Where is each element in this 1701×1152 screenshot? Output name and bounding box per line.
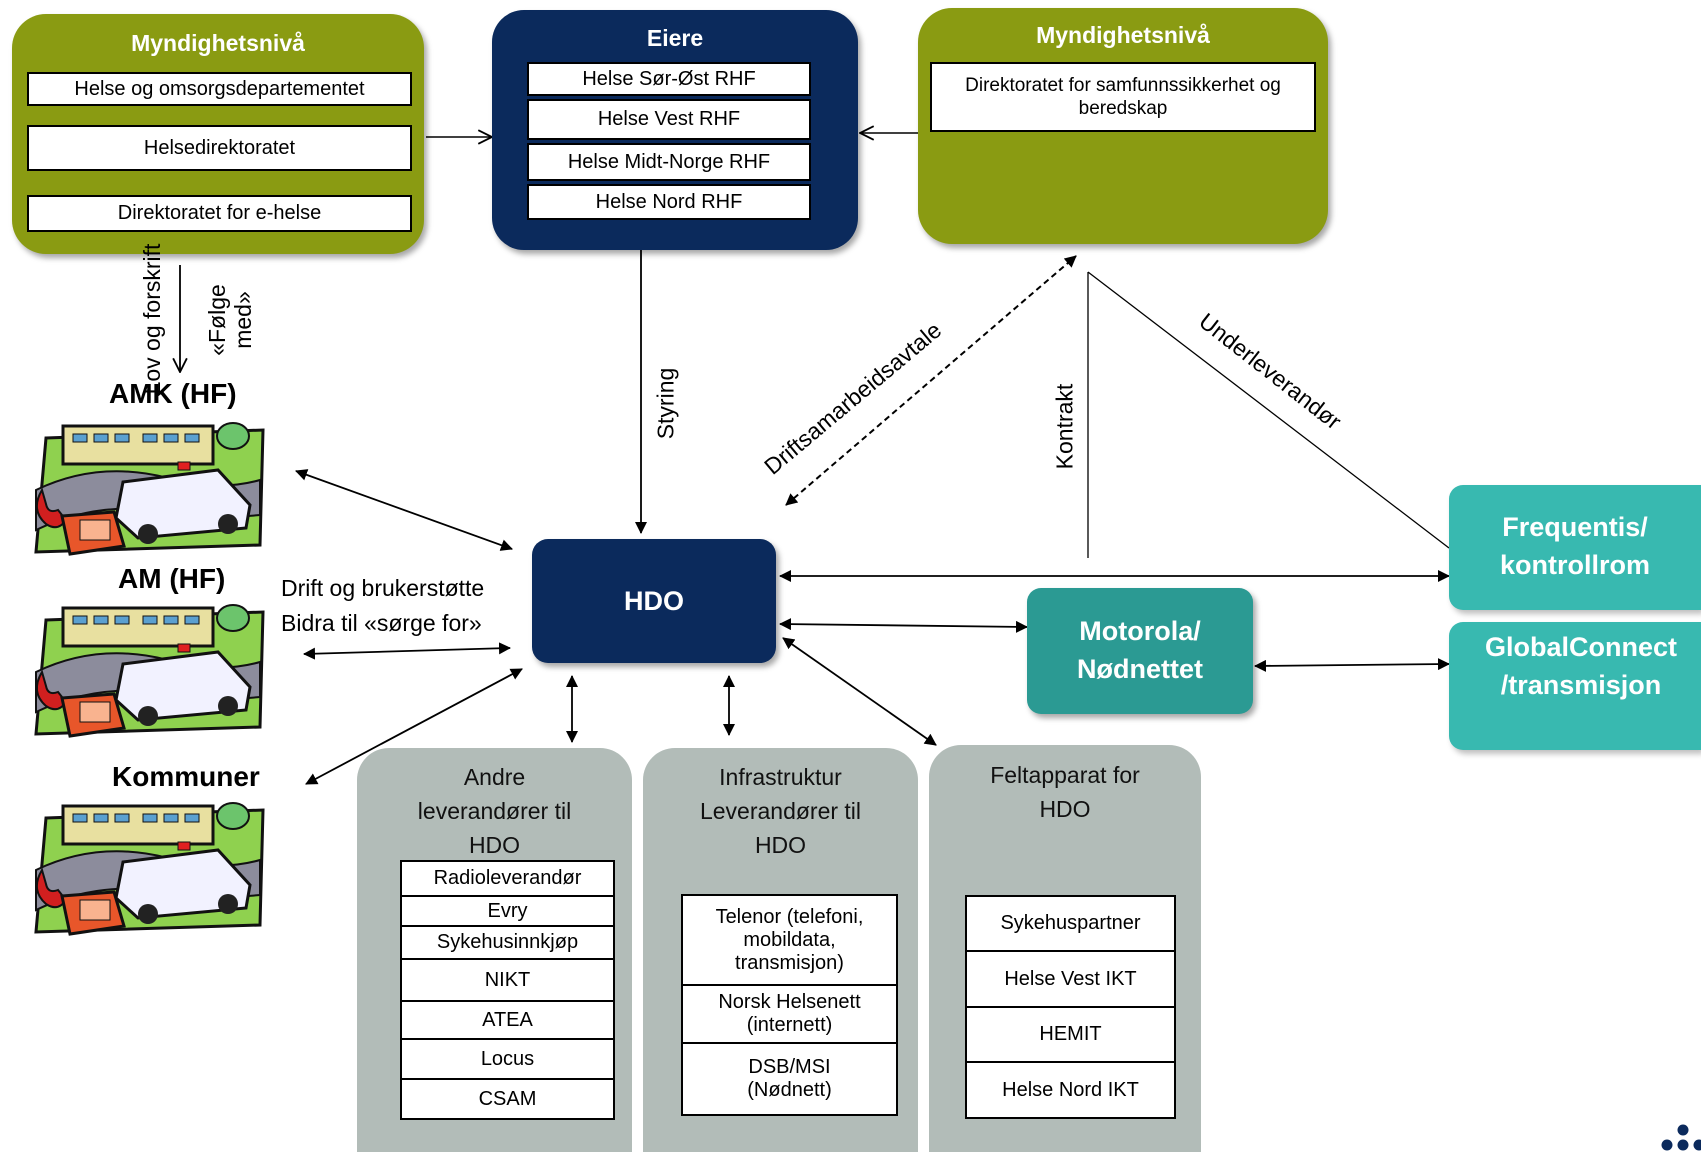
- owner-item-sor-ost: Helse Sør-Øst RHF: [527, 62, 811, 96]
- authority-left-panel: Myndighetsnivå Helse og omsorgsdeparteme…: [12, 14, 424, 254]
- label-driftsamarbeidsavtale: Driftsamarbeidsavtale: [759, 316, 947, 480]
- andre-item: NIKT: [400, 958, 615, 1002]
- arrow-motorola-globalconnect: [1254, 658, 1450, 672]
- label-underleverandor: Underleverandør: [1194, 307, 1347, 435]
- label-kontrakt: Kontrakt: [1051, 383, 1078, 470]
- owner-item-midt-norge: Helse Midt-Norge RHF: [527, 143, 811, 181]
- label-styring: Styring: [652, 367, 679, 440]
- line-underleverandor: [1087, 271, 1450, 549]
- andre-title: Andre leverandører til HDO: [417, 764, 572, 858]
- andre-list: Radioleverandør Evry Sykehusinnkjøp NIKT…: [400, 860, 615, 1120]
- andre-item: CSAM: [400, 1078, 615, 1120]
- arrow-hdo-felt: [782, 637, 937, 746]
- felt-item: Sykehuspartner: [965, 895, 1176, 952]
- hdo-label: HDO: [624, 586, 684, 616]
- infra-title: Infrastruktur Leverandører til HDO: [699, 764, 862, 858]
- authority-item-hod: Helse og omsorgsdepartementet: [27, 72, 412, 106]
- felt-item: HEMIT: [965, 1006, 1176, 1063]
- frequentis-box: Frequentis/ kontrollrom: [1449, 485, 1701, 610]
- authority-item-helsedirektoratet: Helsedirektoratet: [27, 125, 412, 171]
- globalconnect-box: GlobalConnect /transmisjon: [1449, 622, 1701, 750]
- label-drift-og-brukerstotte: Drift og brukerstøtte: [281, 575, 485, 601]
- andre-item: Sykehusinnkjøp: [400, 925, 615, 960]
- ambulance-dispatch-icon: [28, 800, 273, 938]
- felt-item: Helse Nord IKT: [965, 1061, 1176, 1119]
- label-folge-med: «Følge med»: [204, 284, 256, 356]
- frequentis-label: Frequentis/ kontrollrom: [1499, 512, 1650, 580]
- owner-item-vest: Helse Vest RHF: [527, 99, 811, 140]
- owner-item-nord: Helse Nord RHF: [527, 184, 811, 220]
- infrastruktur-panel: Infrastruktur Leverandører til HDO Telen…: [643, 748, 918, 1152]
- arrow-am-hdo: [303, 642, 511, 660]
- authority-right-panel: Myndighetsnivå Direktoratet for samfunns…: [918, 8, 1328, 244]
- authority-item-dsb: Direktoratet for samfunnssikkerhet og be…: [930, 62, 1316, 132]
- unit-label-amk: AMK (HF): [109, 378, 237, 409]
- feltapparat-panel: Feltapparat for HDO Sykehuspartner Helse…: [929, 745, 1201, 1152]
- globalconnect-label: GlobalConnect /transmisjon: [1484, 632, 1677, 700]
- motorola-box: Motorola/ Nødnettet: [1027, 588, 1253, 714]
- arrow-amk-hdo: [295, 469, 513, 551]
- andre-item: Evry: [400, 895, 615, 927]
- infra-item: Norsk Helsenett (internett): [681, 984, 898, 1044]
- authority-left-title: Myndighetsnivå: [131, 30, 305, 56]
- logo-dots-icon: [1661, 1124, 1701, 1151]
- felt-title: Feltapparat for HDO: [990, 762, 1140, 822]
- owners-title: Eiere: [646, 25, 704, 51]
- unit-label-kommuner: Kommuner: [112, 761, 260, 792]
- felt-item: Helse Vest IKT: [965, 950, 1176, 1008]
- arrow-hdo-motorola: [779, 618, 1028, 633]
- motorola-label: Motorola/ Nødnettet: [1077, 616, 1203, 684]
- infra-list: Telenor (telefoni, mobildata, transmisjo…: [681, 894, 898, 1116]
- arrow-driftsamarbeid: [785, 255, 1077, 506]
- label-bidra-til: Bidra til «sørge for»: [281, 610, 482, 636]
- authority-item-ehelse: Direktoratet for e-helse: [27, 195, 412, 232]
- unit-label-am: AM (HF): [118, 563, 226, 594]
- infra-item: DSB/MSI (Nødnett): [681, 1042, 898, 1116]
- ambulance-dispatch-icon: [28, 602, 273, 740]
- felt-list: Sykehuspartner Helse Vest IKT HEMIT Hels…: [965, 895, 1176, 1119]
- authority-right-title: Myndighetsnivå: [1036, 22, 1210, 48]
- andre-item: Radioleverandør: [400, 860, 615, 897]
- label-lov-og-forskrift: Lov og forskrift: [139, 243, 165, 395]
- andre-item: Locus: [400, 1038, 615, 1080]
- andre-item: ATEA: [400, 1000, 615, 1040]
- owners-panel: Eiere Helse Sør-Øst RHF Helse Vest RHF H…: [492, 10, 858, 250]
- andre-leverandorer-panel: Andre leverandører til HDO Radioleverand…: [357, 748, 632, 1152]
- ambulance-dispatch-icon: [28, 420, 273, 558]
- hdo-box: HDO: [532, 539, 776, 663]
- infra-item: Telenor (telefoni, mobildata, transmisjo…: [681, 894, 898, 986]
